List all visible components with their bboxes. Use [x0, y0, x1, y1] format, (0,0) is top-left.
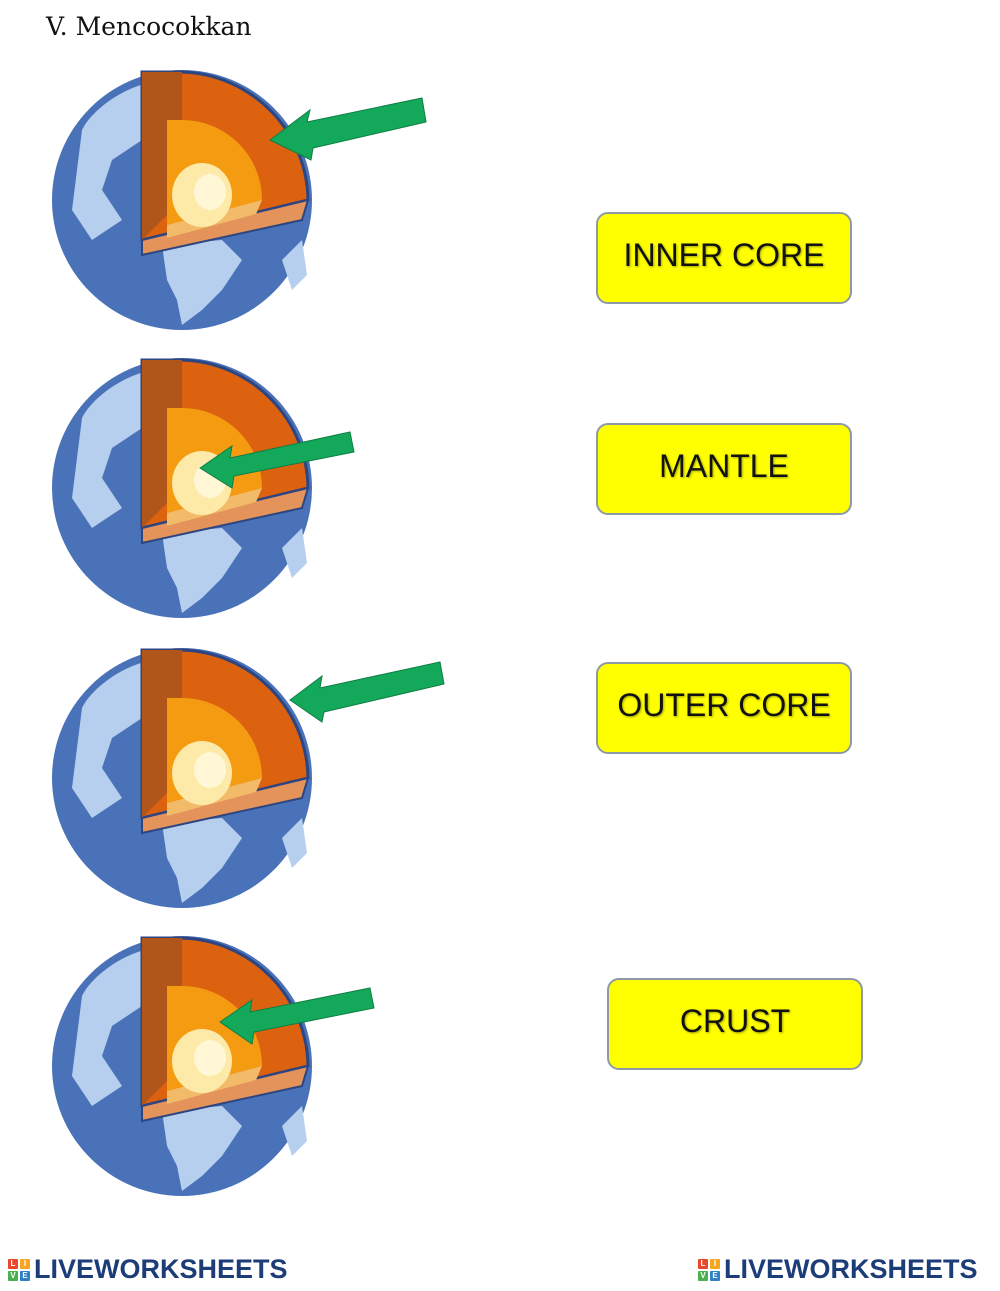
arrow-icon [199, 431, 355, 489]
arrow-icon [269, 97, 427, 161]
brand-name: LIVEWORKSHEETS [34, 1254, 288, 1284]
earth-layers-diagram-3 [0, 638, 460, 928]
earth-layers-diagram-2 [0, 348, 460, 638]
label-mantle[interactable]: MANTLE [596, 423, 852, 515]
label-outer-core[interactable]: OUTER CORE [596, 662, 852, 754]
page-title: V. Mencocokkan [46, 12, 252, 41]
brand-watermark-left: L I V E LIVEWORKSHEETS [8, 1254, 288, 1285]
arrow-icon [289, 661, 445, 723]
brand-logo-icon: L I V E [8, 1258, 30, 1281]
brand-watermark-right: L I V E LIVEWORKSHEETS [698, 1254, 978, 1285]
label-inner-core[interactable]: INNER CORE [596, 212, 852, 304]
brand-logo-icon: L I V E [698, 1258, 720, 1281]
label-crust[interactable]: CRUST [607, 978, 863, 1070]
earth-layers-diagram-1 [0, 60, 460, 350]
earth-layers-diagram-4 [0, 926, 460, 1216]
brand-name: LIVEWORKSHEETS [724, 1254, 978, 1284]
arrow-icon [219, 987, 375, 1045]
